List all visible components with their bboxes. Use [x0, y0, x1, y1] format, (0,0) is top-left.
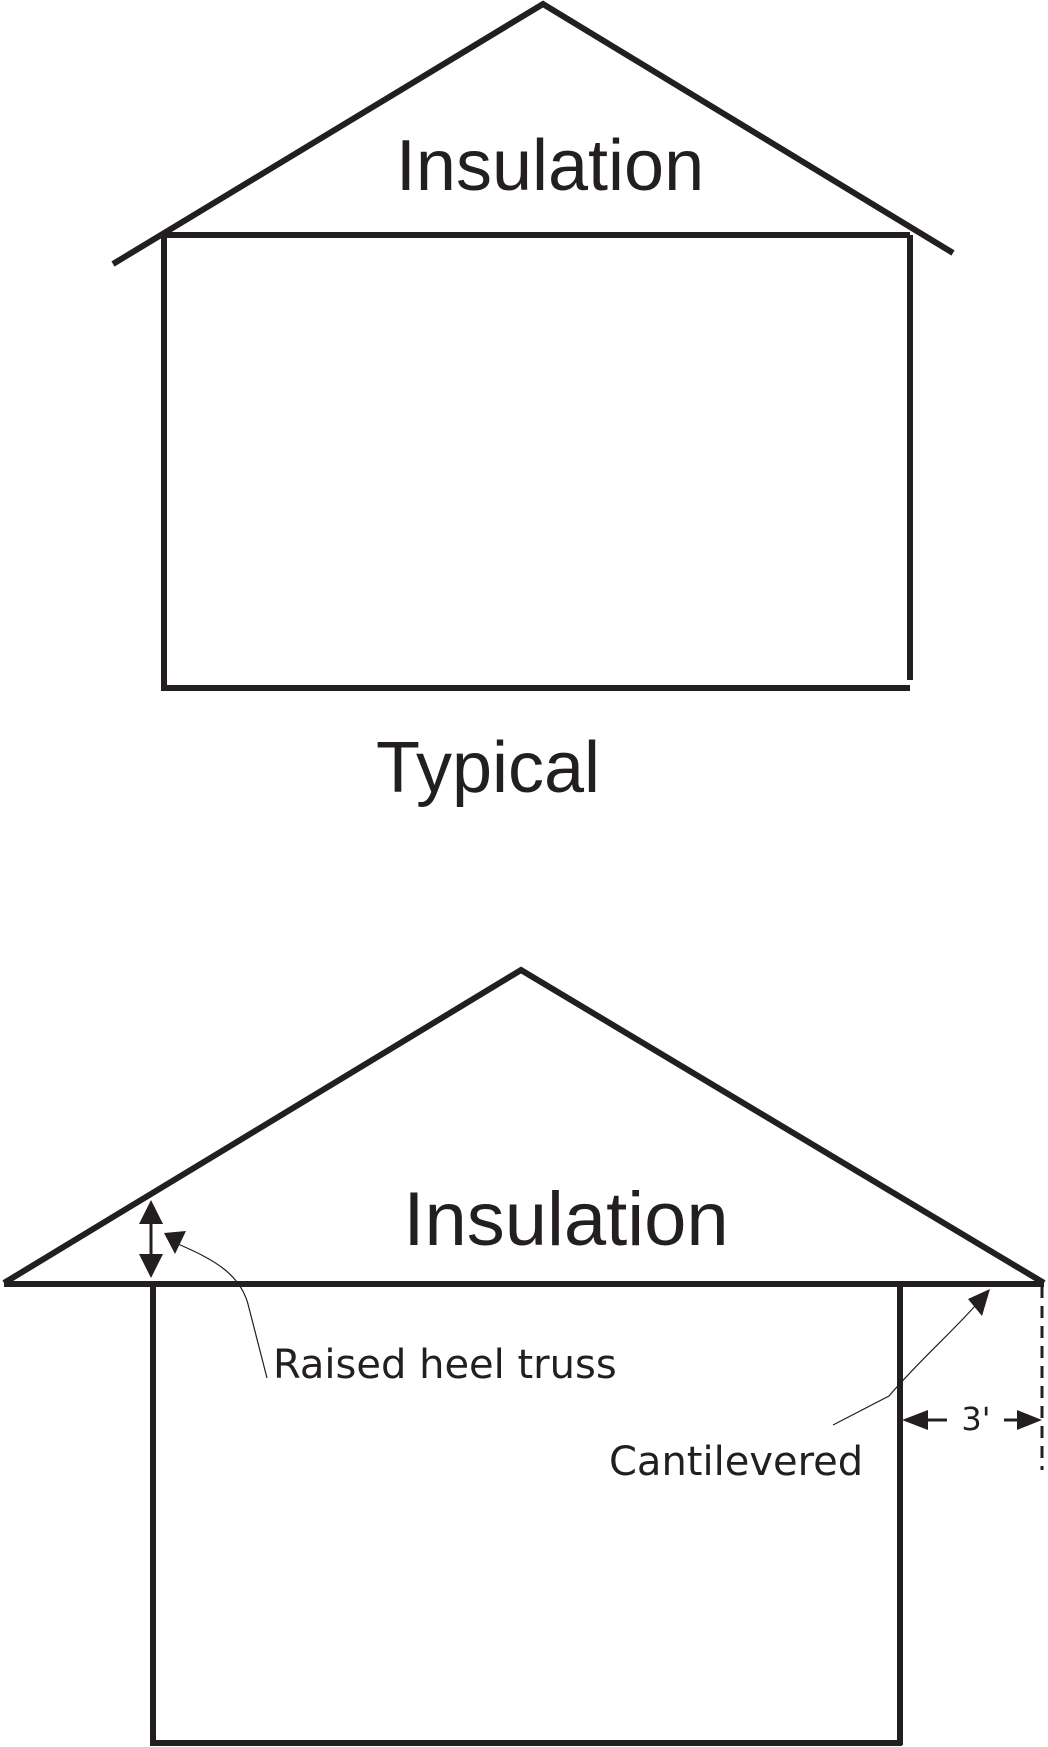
raised-heel-label: Raised heel truss: [273, 1342, 617, 1388]
raised-heel-leader-arrow: [164, 1231, 186, 1254]
improved-house: Insulation Raised heel truss Cantilevere…: [2, 966, 1046, 1746]
raised-heel-arrow-down: [139, 1254, 163, 1278]
typical-house: Insulation Typical: [111, 0, 955, 808]
improved-roof: [2, 966, 1046, 1286]
typical-roof: [111, 0, 955, 267]
raised-heel-dimension: [139, 1200, 163, 1278]
cantilever-label: Cantilevered: [609, 1439, 863, 1485]
cantilever-dimension-label: 3': [961, 1400, 990, 1438]
cantilever-leader: [832, 1305, 976, 1426]
cantilever-dimension-arrow-right: [1017, 1410, 1042, 1430]
typical-caption: Typical: [376, 728, 600, 808]
raised-heel-leader: [177, 1243, 268, 1379]
improved-insulation-label: Insulation: [403, 1177, 728, 1262]
cantilever-leader-arrow: [968, 1289, 990, 1316]
raised-heel-arrow-up: [139, 1200, 163, 1224]
cantilever-dimension-arrow-left: [902, 1410, 928, 1430]
typical-insulation-label: Insulation: [396, 126, 704, 206]
cantilever-dimension: 3': [902, 1400, 1042, 1438]
